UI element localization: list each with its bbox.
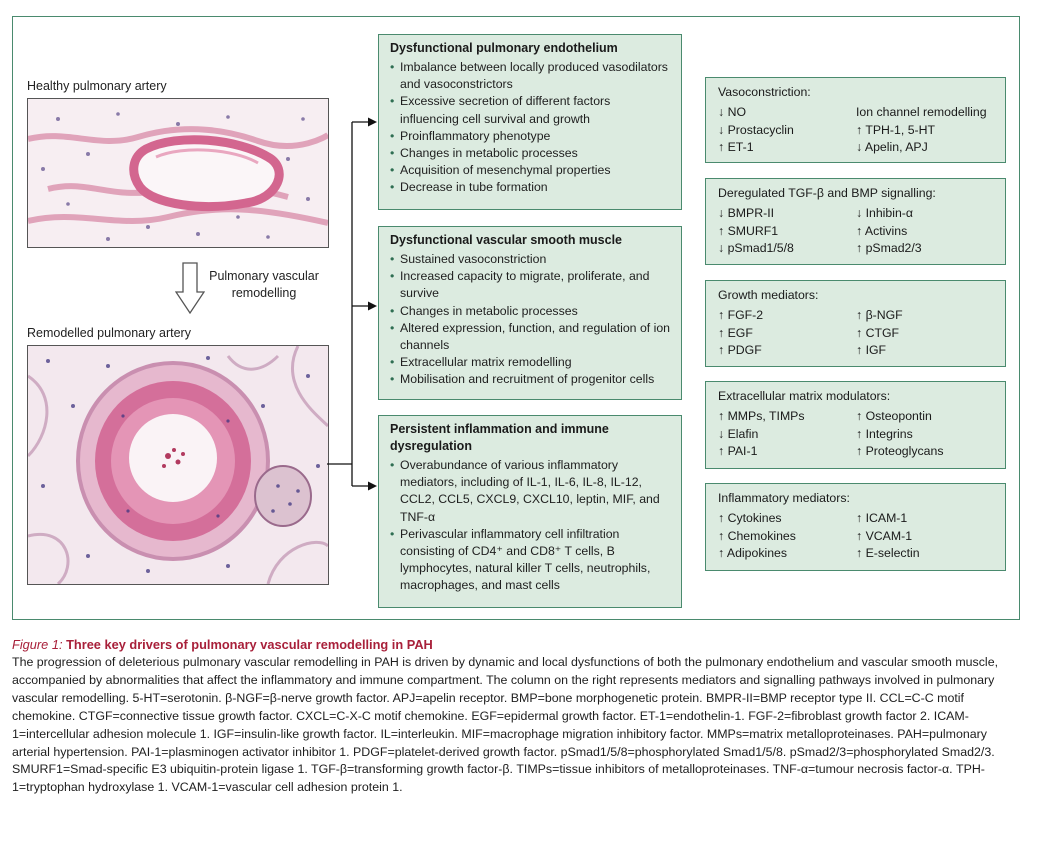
driver-item: Increased capacity to migrate, prolifera…: [390, 268, 671, 302]
mediator-entry: ↑ ICAM-1: [856, 511, 908, 525]
driver-item: Sustained vasoconstriction: [390, 251, 671, 268]
mediator-box-extracellular-matrix: Extracellular matrix modulators: ↑ MMPs,…: [705, 381, 1006, 469]
mediator-entry: ↑ Cytokines: [718, 511, 782, 525]
mediator-title: Extracellular matrix modulators:: [718, 389, 891, 403]
driver-title: Persistent inflammation and immune dysre…: [390, 422, 609, 453]
driver-item: Overabundance of various inflammatory me…: [390, 457, 671, 526]
mediator-entry: ↑ E-selectin: [856, 546, 920, 561]
mediator-entry: ↑ PDGF: [718, 343, 762, 358]
caption-heading: Three key drivers of pulmonary vascular …: [66, 637, 433, 652]
driver-box-smooth-muscle: Dysfunctional vascular smooth muscle Sus…: [378, 226, 682, 400]
mediator-entry: ↑ Adipokines: [718, 546, 788, 561]
mediator-entry: ↑ Osteopontin: [856, 409, 932, 423]
driver-item: Proinflammatory phenotype: [390, 128, 671, 145]
mediator-entry: ↑ Activins: [856, 223, 908, 238]
mediator-entry: ↑ IGF: [856, 343, 887, 358]
mediator-entry: ↑ SMURF1: [718, 223, 779, 238]
mediator-entry: ↓ Elafin: [718, 426, 759, 441]
healthy-artery-label: Healthy pulmonary artery: [27, 79, 167, 93]
mediator-entry: ↓ Apelin, APJ: [856, 140, 928, 155]
mediator-entry: ↓ Inhibin-α: [856, 206, 914, 220]
caption-title: Figure 1: Three key drivers of pulmonary…: [12, 636, 1022, 654]
mediator-title: Vasoconstriction:: [718, 85, 811, 99]
mediator-box-vasoconstriction: Vasoconstriction: ↓ NO Ion channel remod…: [705, 77, 1006, 163]
mediator-box-growth: Growth mediators: ↑ FGF-2 ↑ β-NGF ↑ EGF …: [705, 280, 1006, 367]
mediator-box-inflammatory: Inflammatory mediators: ↑ Cytokines ↑ IC…: [705, 483, 1006, 571]
mediator-entry: ↑ Integrins: [856, 426, 913, 441]
mediator-entry: ↑ Chemokines: [718, 528, 796, 543]
driver-item: Altered expression, function, and regula…: [390, 320, 671, 354]
caption-body: The progression of deleterious pulmonary…: [12, 655, 999, 795]
down-arrow-icon: [175, 262, 205, 314]
mediator-title: Inflammatory mediators:: [718, 491, 850, 505]
driver-item: Changes in metabolic processes: [390, 145, 671, 162]
mediator-entry: ↑ EGF: [718, 325, 753, 340]
mediator-entry: ↓ pSmad1/5/8: [718, 241, 794, 256]
healthy-artery-image: [27, 98, 329, 248]
mediator-entry: ↑ VCAM-1: [856, 528, 913, 543]
remodelled-artery-label: Remodelled pulmonary artery: [27, 326, 191, 340]
driver-item: Perivascular inflammatory cell infiltrat…: [390, 526, 671, 595]
mediator-entry: ↑ MMPs, TIMPs: [718, 409, 805, 423]
figure-frame: [12, 16, 1020, 620]
driver-item: Mobilisation and recruitment of progenit…: [390, 371, 671, 388]
mediator-entry: Ion channel remodelling: [856, 105, 987, 119]
driver-item: Acquisition of mesenchymal properties: [390, 162, 671, 179]
driver-item: Decrease in tube formation: [390, 179, 671, 196]
caption-label: Figure 1:: [12, 637, 63, 652]
driver-item: Imbalance between locally produced vasod…: [390, 59, 671, 93]
driver-box-endothelium: Dysfunctional pulmonary endothelium Imba…: [378, 34, 682, 210]
remodelling-arrow-label: Pulmonary vascular remodelling: [209, 269, 319, 300]
mediator-entry: ↑ FGF-2: [718, 308, 764, 322]
mediator-box-tgf-bmp: Deregulated TGF-β and BMP signalling: ↓ …: [705, 178, 1006, 265]
figure-caption: Figure 1: Three key drivers of pulmonary…: [12, 636, 1022, 797]
mediator-entry: ↑ pSmad2/3: [856, 241, 922, 256]
mediator-entry: ↑ β-NGF: [856, 308, 903, 322]
driver-item: Changes in metabolic processes: [390, 303, 671, 320]
mediator-entry: ↓ Prostacyclin: [718, 122, 794, 137]
mediator-entry: ↑ Proteoglycans: [856, 444, 944, 459]
driver-item: Extracellular matrix remodelling: [390, 354, 671, 371]
mediator-entry: ↑ CTGF: [856, 325, 900, 340]
mediator-entry: ↑ ET-1: [718, 140, 754, 155]
mediator-entry: ↑ TPH-1, 5-HT: [856, 122, 936, 137]
mediator-entry: ↓ NO: [718, 105, 747, 119]
driver-title: Dysfunctional pulmonary endothelium: [390, 41, 618, 55]
driver-box-inflammation: Persistent inflammation and immune dysre…: [378, 415, 682, 608]
mediator-entry: ↑ PAI-1: [718, 444, 758, 459]
driver-item: Excessive secretion of different factors…: [390, 93, 671, 127]
driver-title: Dysfunctional vascular smooth muscle: [390, 233, 623, 247]
mediator-title: Growth mediators:: [718, 288, 819, 302]
remodelled-artery-image: [27, 345, 329, 585]
mediator-entry: ↓ BMPR-II: [718, 206, 775, 220]
mediator-title: Deregulated TGF-β and BMP signalling:: [718, 186, 936, 200]
